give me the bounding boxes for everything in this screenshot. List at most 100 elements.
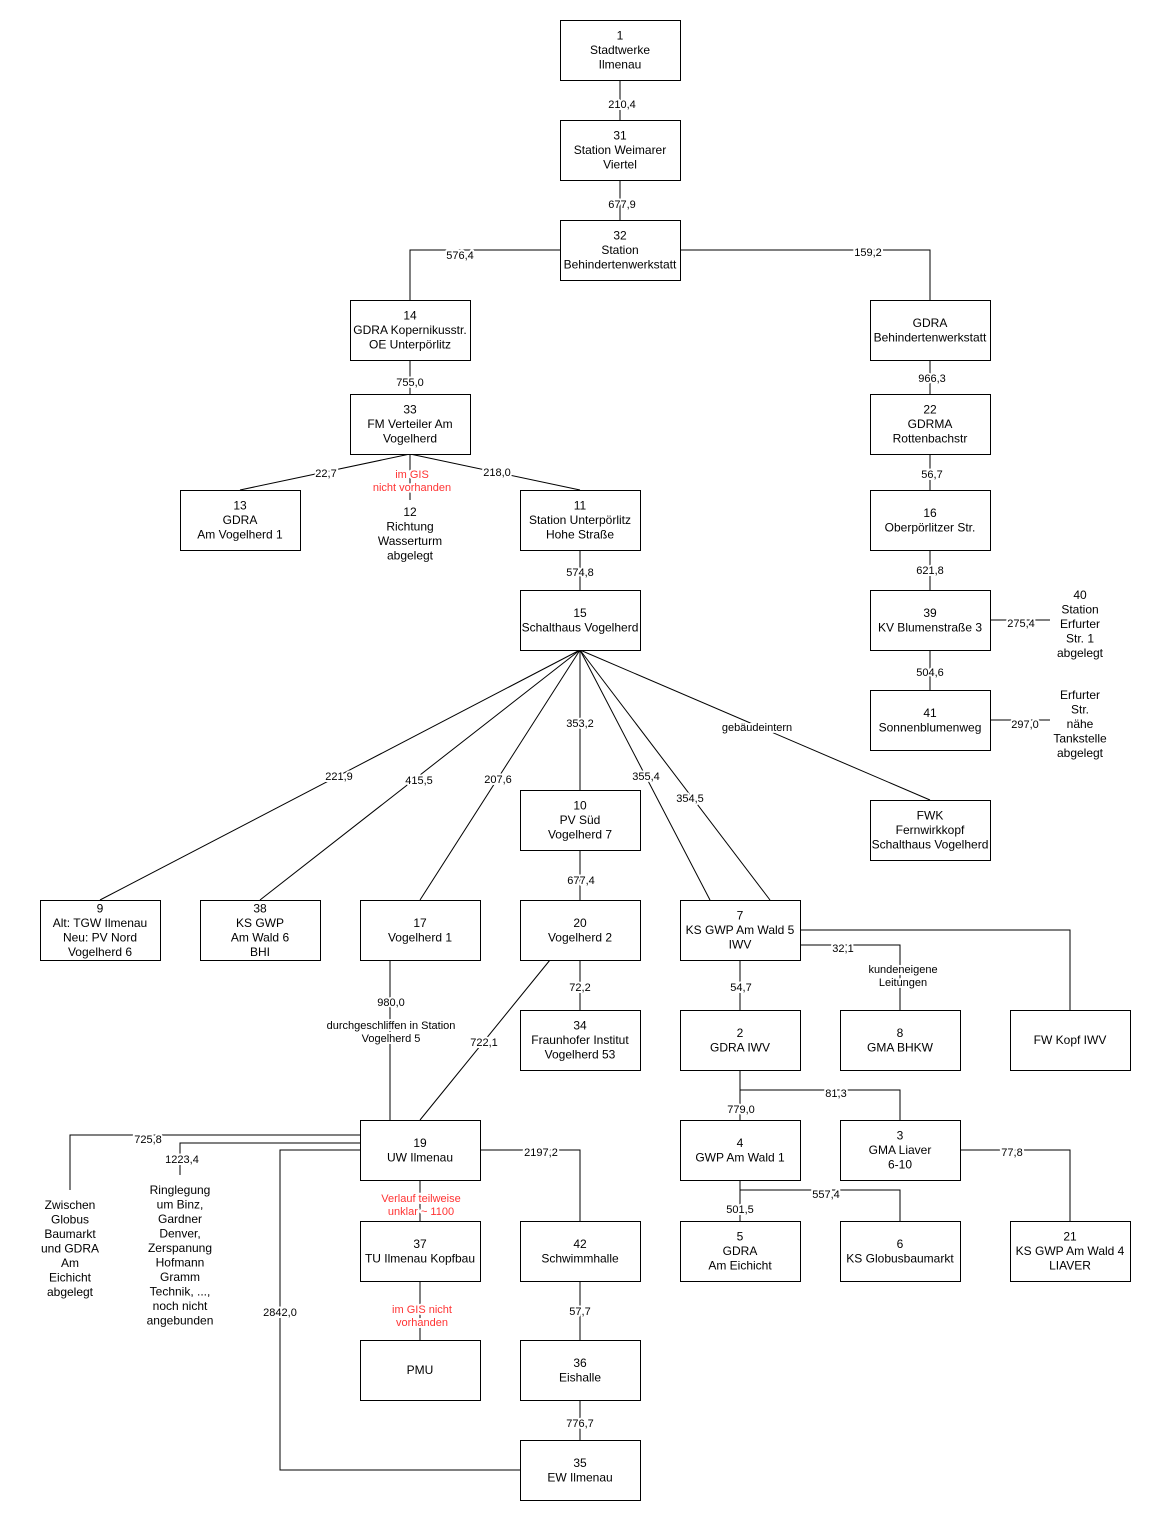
station-box (870, 490, 991, 551)
station-box (520, 490, 641, 551)
cable-length-label: 355,4 (632, 771, 660, 783)
connection-line (680, 249, 931, 300)
annotation-text: nähe (1067, 717, 1094, 731)
station-label: Ilmenau (599, 58, 642, 72)
station-label: GDRA (723, 1244, 758, 1258)
station-label: OE Unterpörlitz (369, 338, 451, 352)
cable-length-label: 621,8 (916, 565, 944, 577)
station-label: 1 (617, 29, 624, 43)
cable-length-label: 966,3 (918, 373, 946, 385)
station-box (870, 800, 991, 861)
station-node[interactable]: PMU (360, 1340, 481, 1401)
station-label: 15 (573, 606, 587, 620)
station-label: Fraunhofer Institut (531, 1033, 629, 1047)
connection-line (579, 649, 711, 901)
station-box (870, 394, 991, 455)
station-label: 21 (1063, 1230, 1077, 1244)
cable-length-label: 677,9 (608, 199, 636, 211)
station-label: KS GWP Am Wald 4 (1016, 1244, 1125, 1258)
cable-length-label: 574,8 (566, 567, 594, 579)
station-label: Viertel (603, 158, 637, 172)
station-box (350, 300, 471, 361)
station-label: 2 (737, 1026, 744, 1040)
cable-length-label: 159,2 (854, 247, 882, 259)
station-node[interactable]: 6KS Globusbaumarkt (840, 1221, 961, 1282)
connection-note: Leitungen (879, 977, 927, 989)
station-label: 36 (573, 1356, 587, 1370)
connection-note: im GIS nicht (392, 1304, 452, 1316)
station-node[interactable]: FW Kopf IWV (1010, 1010, 1131, 1071)
station-box (520, 590, 641, 651)
station-label: 3 (897, 1129, 904, 1143)
annotation-text: Erfurter (1060, 688, 1100, 702)
station-label: Behindertenwerkstatt (874, 330, 987, 344)
station-label: UW Ilmenau (387, 1150, 453, 1164)
cable-length-label: 415,5 (405, 775, 433, 787)
connection-note: Verlauf teilweise (381, 1193, 461, 1205)
station-label: 8 (897, 1026, 904, 1040)
station-label: 17 (413, 916, 427, 930)
connection-line (960, 1149, 1071, 1221)
station-label: Schalthaus Vogelherd (872, 838, 989, 852)
station-label: 35 (573, 1456, 587, 1470)
station-label: 20 (573, 916, 587, 930)
station-box (840, 1221, 961, 1282)
station-box (360, 900, 481, 961)
station-label: 4 (737, 1136, 744, 1150)
annotation-text: Am (61, 1256, 79, 1270)
cable-length-label: 210,4 (608, 99, 636, 111)
connection-line (259, 649, 581, 901)
connection-line (419, 959, 551, 1121)
connection-line (800, 944, 901, 1010)
station-label: Vogelherd 53 (545, 1048, 616, 1062)
station-label: 34 (573, 1019, 587, 1033)
connection-line (579, 649, 771, 901)
station-label: Am Vogelherd 1 (197, 528, 283, 542)
station-label: Vogelherd 1 (388, 930, 452, 944)
station-label: FW Kopf IWV (1034, 1033, 1107, 1047)
station-label: 37 (413, 1237, 427, 1251)
station-label: IWV (729, 938, 752, 952)
annotation-text: Str. (1071, 703, 1089, 717)
annotation-text: Denver, (159, 1227, 200, 1241)
station-label: 19 (413, 1136, 427, 1150)
station-label: 10 (573, 799, 587, 813)
cable-length-label: 504,6 (916, 667, 944, 679)
station-label: 33 (403, 403, 417, 417)
station-box (520, 790, 641, 851)
